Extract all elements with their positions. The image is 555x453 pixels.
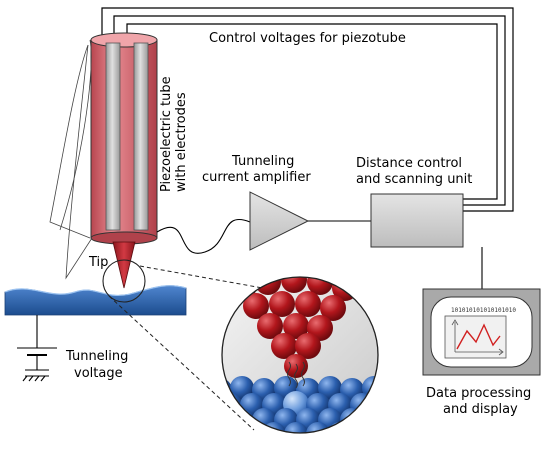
magnifier-circle [102,259,146,303]
electrode-right [133,42,149,231]
svg-text:with electrodes: with electrodes [174,92,189,192]
tip [112,241,136,289]
display-binary-text: 101010101010101010 [451,307,516,314]
tunneling-voltage-label-line1: Tunneling [65,349,128,364]
piezo-label: Piezoelectric tube with electrodes [159,76,189,192]
display-label-line1: Data processing [426,386,531,401]
display-monitor [422,288,541,376]
distance-label-line2: and scanning unit [356,172,472,187]
tunneling-current [287,361,305,389]
control-voltages-label: Control voltages for piezotube [209,31,406,46]
display-label-line2: and display [443,402,518,417]
electrode-left [105,42,121,231]
svg-text:Piezoelectric tube: Piezoelectric tube [159,76,174,192]
zoom-view [221,276,379,434]
scan-trajectory [49,39,93,280]
tunneling-voltage-label-line2: voltage [74,366,123,381]
distance-label-line1: Distance control [356,156,462,171]
plot-line [456,323,501,350]
distance-control-box [370,193,464,248]
amplifier-label-line1: Tunneling [231,154,294,169]
piezo-tube [90,32,158,245]
tunneling-voltage-symbol [17,315,57,382]
tip-label: Tip [88,255,108,270]
tip-amplifier-wire [156,219,251,254]
control-voltage-wires [101,7,514,212]
amplifier-label-line2: current amplifier [202,170,311,185]
amplifier-triangle [249,191,310,251]
magnifier-connectors [108,265,269,431]
